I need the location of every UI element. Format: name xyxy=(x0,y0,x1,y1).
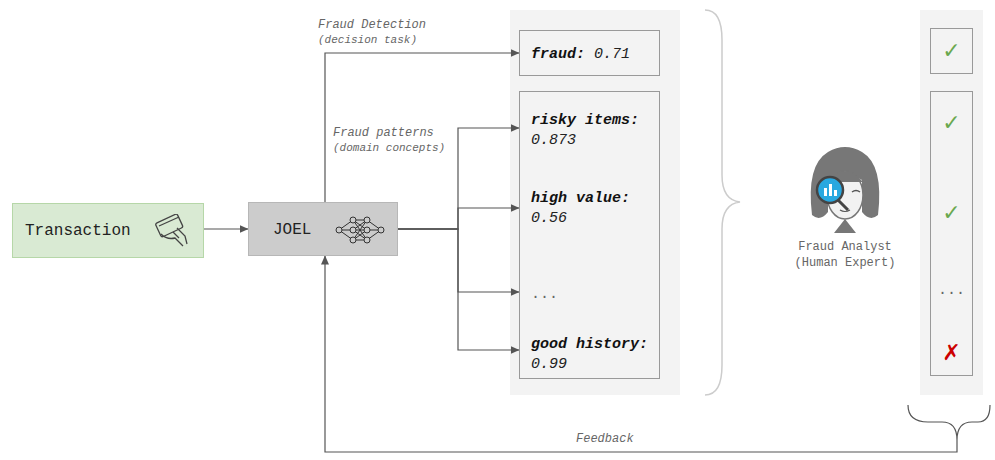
text-line: 0.99 xyxy=(531,354,567,374)
model-box: JOEL xyxy=(248,202,398,256)
node-text: 0.873 xyxy=(531,132,576,149)
node-text: ✓ xyxy=(942,110,960,135)
text-line: ✗ xyxy=(931,340,972,366)
connector-arrow xyxy=(204,228,248,229)
text-line: JOEL xyxy=(273,220,311,240)
node-text: ✓ xyxy=(942,38,960,63)
text-line: ✓ xyxy=(931,38,972,64)
bottom-brace xyxy=(908,405,990,440)
connector-arrow xyxy=(398,229,519,350)
feedback-panel xyxy=(920,10,983,395)
node-text: high value: xyxy=(531,190,630,207)
annotation-label: Fraud patterns xyxy=(333,126,434,140)
actor-label: (Human Expert) xyxy=(785,256,905,270)
node-text: ... xyxy=(531,286,558,303)
node-text: 0.71 xyxy=(594,46,630,63)
node-text: JOEL xyxy=(273,221,311,239)
text-line: Transaction xyxy=(25,221,131,241)
input-box: Transaction xyxy=(12,203,204,258)
text-line: 0.873 xyxy=(531,130,576,150)
text-line: ✓ xyxy=(931,110,972,136)
annotation-label: Fraud Detection xyxy=(318,18,426,32)
decision-box: fraud: 0.71 xyxy=(519,30,660,76)
check-box: ✓ ✓... ✗ xyxy=(930,91,973,376)
text-line: ... xyxy=(931,280,972,300)
text-line: risky items: xyxy=(531,110,639,130)
text-line: ✓ xyxy=(931,200,972,226)
node-text: Transaction xyxy=(25,222,131,240)
text-line: high value: xyxy=(531,188,630,208)
actor-label: Fraud Analyst xyxy=(785,240,905,254)
annotation-label: (domain concepts) xyxy=(333,142,445,154)
text-line: 0.56 xyxy=(531,208,567,228)
network-icon xyxy=(333,210,389,250)
text-line: ... xyxy=(531,284,558,304)
text-line: good history: xyxy=(531,334,648,354)
connector-arrow xyxy=(398,208,519,229)
node-text: good history: xyxy=(531,336,648,353)
node-text: 0.99 xyxy=(531,356,567,373)
node-text: ✗ xyxy=(942,340,960,365)
edge-label: Feedback xyxy=(574,432,636,446)
node-text: fraud: xyxy=(531,46,585,63)
node-text: ... xyxy=(938,282,965,299)
output-panel xyxy=(510,10,680,395)
text-line: fraud: 0.71 xyxy=(531,44,630,64)
card-icon xyxy=(147,214,191,250)
node-text: ✓ xyxy=(942,200,960,225)
node-text: 0.56 xyxy=(531,210,567,227)
analyst-icon xyxy=(811,147,880,233)
curly-brace xyxy=(705,10,740,395)
concept-box: risky items: 0.873 high value: 0.56... good … xyxy=(519,91,660,379)
check-box: ✓ xyxy=(930,28,973,74)
annotation-label: (decision task) xyxy=(318,34,417,46)
node-text: risky items: xyxy=(531,112,639,129)
